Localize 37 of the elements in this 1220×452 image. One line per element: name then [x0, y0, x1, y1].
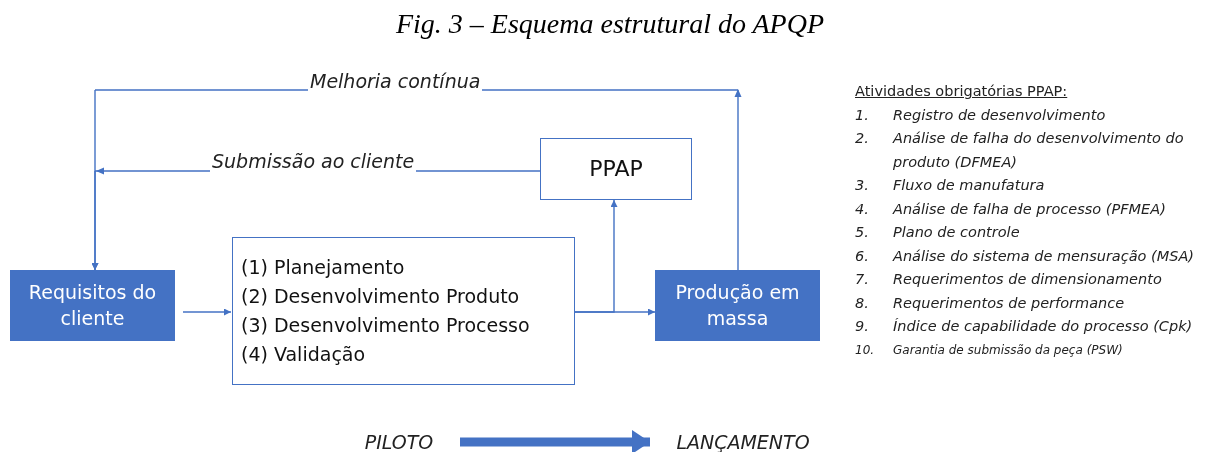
item-number: 8.	[855, 293, 869, 313]
list-item: Requerimentos de dimensionamento	[893, 270, 1163, 289]
list-item: Análise de falha do desenvolvimento do produto (DFMEA)	[893, 129, 1185, 172]
node-text: PPAP	[588, 155, 644, 183]
item-number: 5.	[855, 223, 869, 242]
list-item: Plano de controle	[893, 223, 1021, 242]
item-number: 7.	[855, 270, 869, 289]
list-item: Fluxo de manufatura	[893, 176, 1046, 195]
stage-item: (1) Planejamento	[241, 255, 406, 280]
production-box	[655, 270, 820, 341]
figure-title: Fig. 3 – Esquema estrutural do APQP	[395, 8, 825, 40]
stage-item: (2) Desenvolvimento Produto	[241, 284, 521, 309]
ppap-box	[540, 138, 692, 200]
list-item: Análise de falha de processo (PFMEA)	[893, 199, 1167, 219]
node-text: PILOTO	[363, 431, 435, 452]
edge-label: Melhoria contínua	[308, 70, 483, 92]
item-number: 3.	[855, 176, 869, 195]
list-item: Garantia de submissão da peça (PSW)	[893, 341, 1124, 359]
list-heading: Atividades obrigatórias PPAP:	[855, 82, 1068, 101]
requirement-box	[10, 270, 175, 341]
node-text: Requisitos do cliente	[27, 279, 158, 331]
item-number: 1.	[855, 105, 869, 125]
item-number: 9.	[855, 317, 869, 336]
node-text: Produção em massa	[674, 279, 801, 331]
stage-list-box	[232, 237, 575, 385]
list-item: Índice de capabilidade do processo (Cpk)	[893, 317, 1194, 336]
stage-item: (4) Validação	[241, 342, 367, 367]
list-item: Registro de desenvolvimento	[893, 105, 1107, 125]
item-number: 6.	[855, 246, 869, 266]
edge-label: Submissão ao cliente	[210, 150, 417, 172]
item-number: 4.	[855, 199, 869, 219]
stage-item: (3) Desenvolvimento Processo	[241, 313, 531, 338]
list-item: Requerimentos de performance	[893, 293, 1126, 313]
list-item: Análise do sistema de mensuração (MSA)	[893, 246, 1196, 266]
item-number: 10.	[855, 341, 875, 359]
item-number: 2.	[855, 129, 869, 148]
node-text: LANÇAMENTO	[675, 431, 811, 452]
